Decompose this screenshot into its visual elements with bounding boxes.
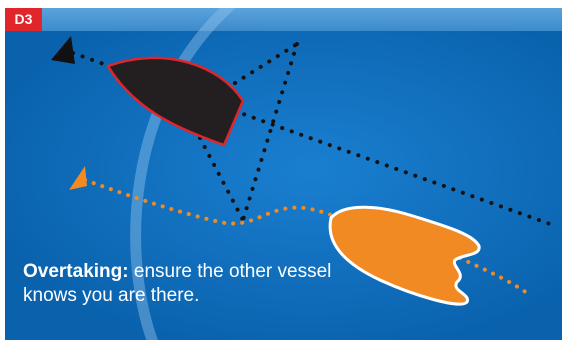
diagram-id-badge: D3 xyxy=(5,8,42,31)
caption: Overtaking: ensure the other vessel know… xyxy=(23,260,343,308)
diagram-panel: D3 Overtaking: ensure the other vessel k… xyxy=(5,8,562,340)
caption-title: Overtaking: xyxy=(23,261,129,282)
